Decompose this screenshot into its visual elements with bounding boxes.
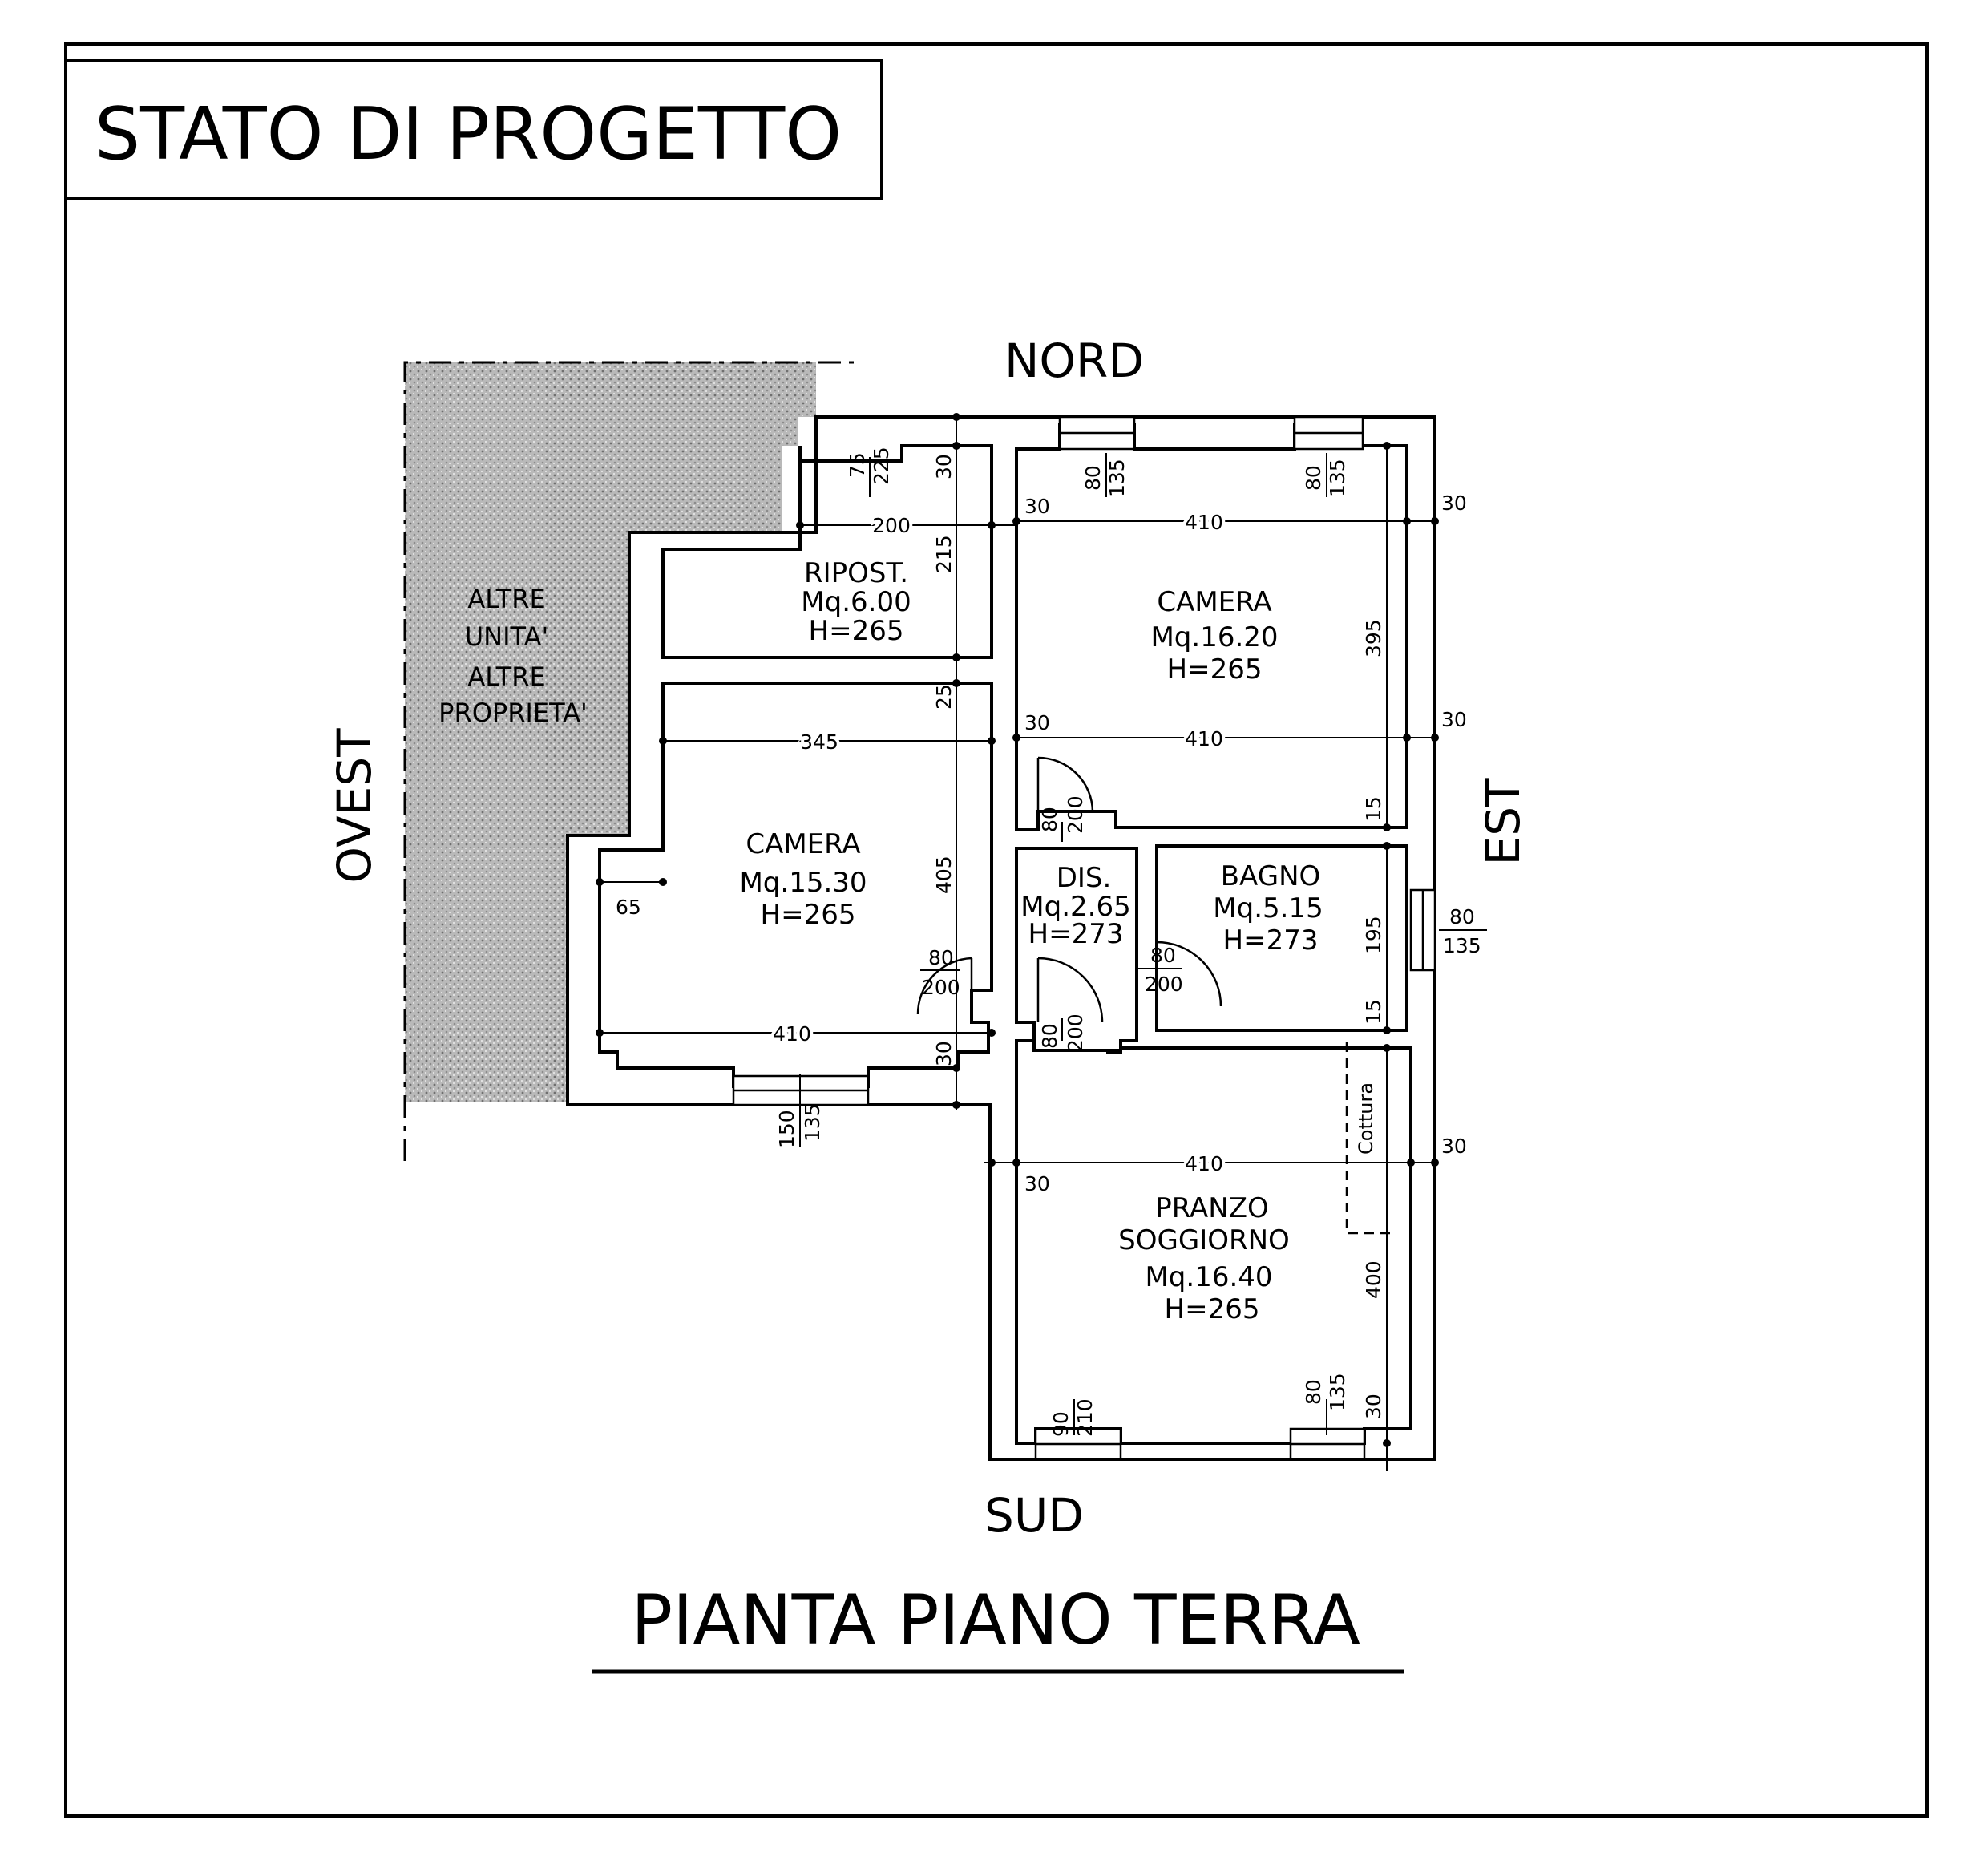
door-n-w: 80 [1038,807,1061,832]
dim-410-c: 410 [773,1022,811,1046]
dim-15-b: 15 [1362,999,1385,1025]
cottura-label: Cottura [1355,1082,1377,1155]
win-ripost-h: 225 [870,447,893,485]
dim-15-a: 15 [1362,796,1385,822]
dim-65: 65 [616,896,641,919]
compass-north: NORD [1004,334,1144,388]
door-dis-south [1036,957,1104,1023]
door-bagno-h: 200 [1145,973,1183,996]
neighbors-line2: UNITA' [465,621,549,652]
neighbors-line4: PROPRIETA' [438,698,588,728]
dim-195: 195 [1362,916,1385,954]
sheet-border [64,42,1929,1818]
pranzo-height: H=265 [1165,1293,1260,1325]
win-n1-w: 80 [1081,465,1105,491]
win-n2-w: 80 [1302,465,1325,491]
dim-215: 215 [932,535,956,573]
dis-height: H=273 [1028,918,1124,950]
win-n1-h: 135 [1105,459,1129,497]
dimension-lines [600,417,1487,1471]
door-n-h: 200 [1064,795,1087,834]
dim-345: 345 [800,730,838,754]
dim-410-a: 410 [1185,511,1223,534]
dim-30-w2: 30 [932,1041,956,1066]
drawing-title: STATO DI PROGETTO [95,92,842,176]
win-s1-w: 90 [1049,1411,1073,1437]
door-cam-w-h: 200 [922,976,960,999]
dis-area: Mq.2.65 [1020,891,1130,923]
bagno-area: Mq.5.15 [1213,892,1323,924]
compass-south: SUD [984,1488,1084,1543]
win-e-h: 135 [1443,934,1481,957]
win-n2-h: 135 [1326,459,1349,497]
dim-30-e1: 30 [1441,492,1467,515]
compass-west: OVEST [327,728,382,884]
ripost-area: Mq.6.00 [801,586,911,618]
pranzo-name-2: SOGGIORNO [1118,1224,1290,1256]
win-e-w: 80 [1449,905,1475,928]
win-s2-w: 80 [1302,1379,1325,1405]
door-s-h: 200 [1064,1013,1087,1052]
dimension-dots [596,413,1439,1447]
pranzo-name-1: PRANZO [1155,1192,1269,1224]
neighbors-line3: ALTRE [467,661,545,692]
door-camera-w [916,957,973,1015]
door-bagno [1155,941,1222,1007]
camera-ne-area: Mq.16.20 [1150,621,1278,653]
dim-30-nw: 30 [1024,495,1050,518]
neighbors-line1: ALTRE [467,584,545,614]
dim-405: 405 [932,856,956,894]
bagno-height: H=273 [1223,924,1319,957]
plan-title: PIANTA PIANO TERRA [631,1580,1360,1661]
bagno-name: BAGNO [1221,860,1321,892]
dim-410-d: 410 [1185,1152,1223,1175]
dim-30-e2: 30 [1441,708,1467,731]
dim-30-s2: 30 [1362,1394,1385,1419]
dim-30-ne1: 30 [1024,711,1050,734]
title-box [64,59,883,200]
other-units-area [405,362,816,1102]
camera-w-area: Mq.15.30 [739,867,867,899]
dim-400: 400 [1362,1260,1385,1299]
pranzo-area: Mq.16.40 [1145,1261,1272,1293]
win-s2-h: 135 [1326,1373,1349,1411]
dim-30-s1: 30 [1024,1172,1050,1195]
door-bagno-w: 80 [1150,944,1176,967]
ripost-wall-inner [661,444,993,659]
exterior-wall-outer [566,415,1436,1461]
dis-name: DIS. [1057,862,1112,894]
dim-30-e3: 30 [1441,1135,1467,1158]
dim-410-b: 410 [1185,727,1223,750]
dimension-labels: 200 410 345 410 410 410 30 30 30 30 30 3… [616,447,1481,1437]
dim-30-w1: 30 [932,454,956,479]
property-boundary [403,361,859,1161]
compass-east: EST [1476,778,1530,865]
win-ripost-w: 75 [846,452,869,478]
ripost-name: RIPOST. [804,557,908,589]
dim-395: 395 [1362,619,1385,657]
win-cam-h: 135 [801,1103,824,1142]
dim-25: 25 [932,684,956,710]
win-cam-w: 150 [775,1110,798,1148]
dim-200: 200 [872,514,911,537]
camera-w-name: CAMERA [746,828,860,860]
door-dis-north [1036,756,1094,812]
door-cam-w-w: 80 [928,946,954,969]
camera-w-height: H=265 [761,899,856,931]
ripost-height: H=265 [809,615,904,647]
camera-ne-name: CAMERA [1157,586,1271,618]
door-s-w: 80 [1038,1023,1061,1049]
camera-ne-height: H=265 [1167,653,1263,686]
win-s1-h: 210 [1073,1398,1097,1437]
